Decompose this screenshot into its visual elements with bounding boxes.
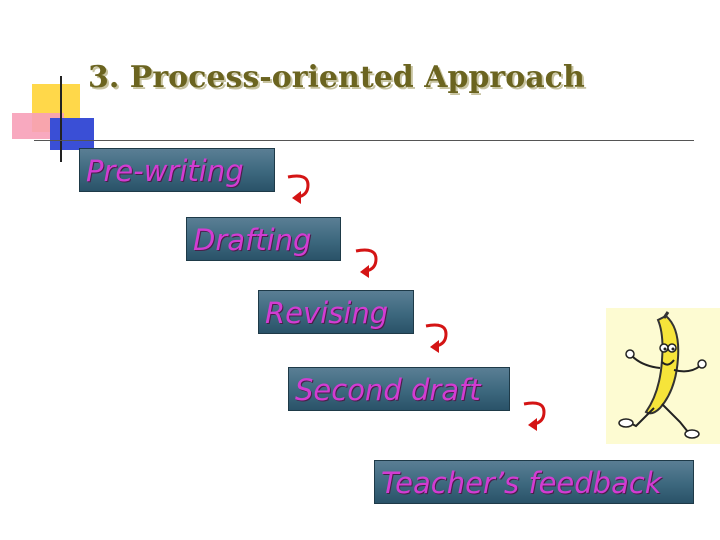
step-drafting: Drafting — [186, 217, 341, 261]
curved-down-arrow-icon — [523, 401, 546, 431]
running-banana-clipart — [606, 308, 720, 444]
curved-down-arrow-icon — [425, 323, 448, 353]
step-revising: Revising — [258, 290, 414, 334]
step-second-draft: Second draft — [288, 367, 510, 411]
slide-title: 3. Process-oriented Approach — [88, 60, 585, 95]
decor-vertical-line — [60, 76, 62, 162]
curved-down-arrow-icon — [287, 174, 310, 204]
decor-blue-square — [50, 118, 94, 150]
curved-down-arrow-icon — [355, 248, 378, 278]
step-pre-writing: Pre-writing — [79, 148, 275, 192]
step-teachers-feedback: Teacher’s feedback — [374, 460, 694, 504]
title-underline — [34, 140, 694, 141]
